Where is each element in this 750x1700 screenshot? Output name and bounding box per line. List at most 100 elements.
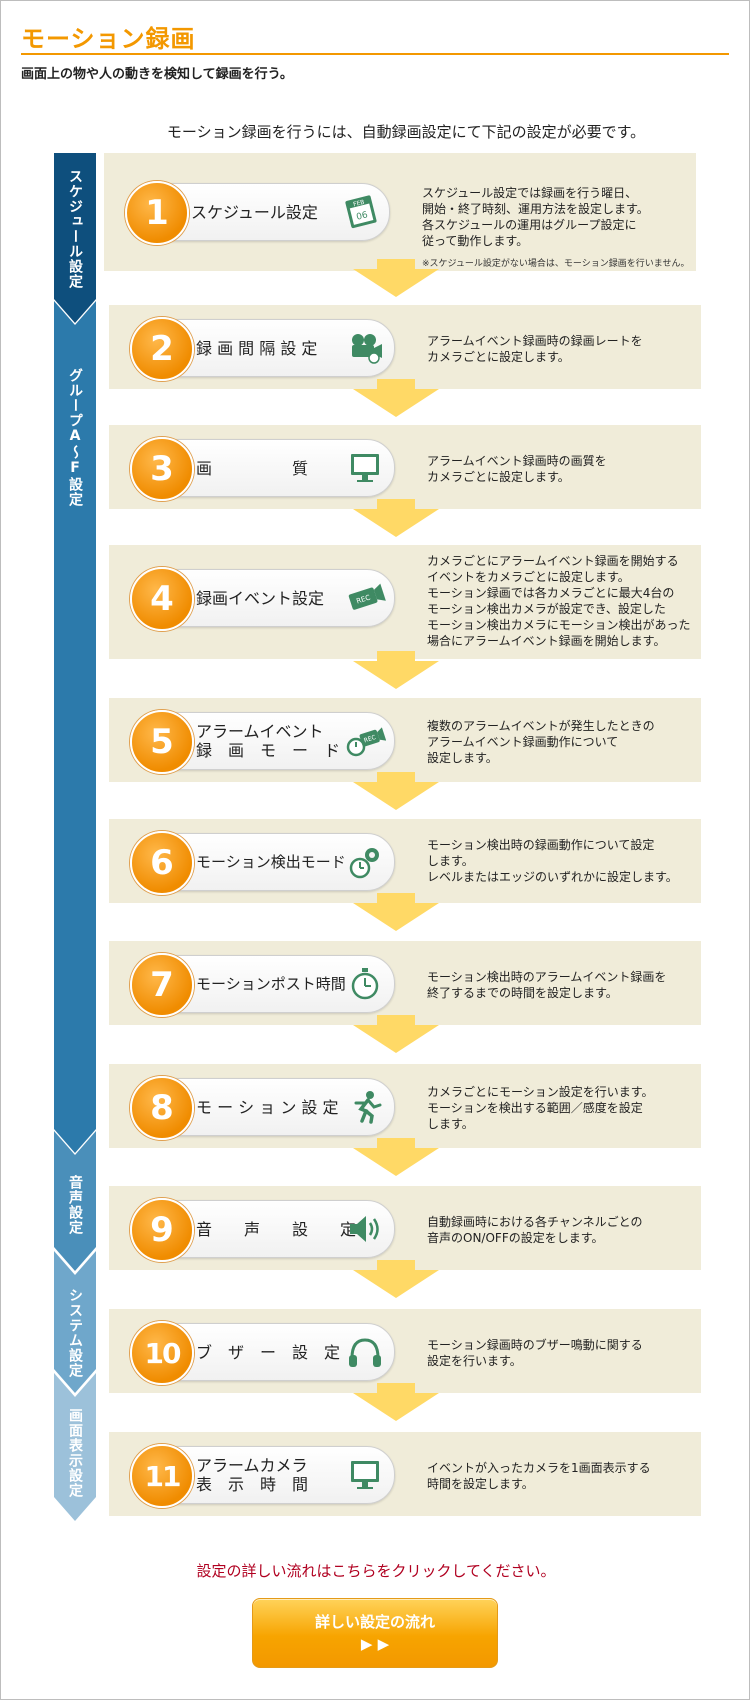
step-pill: 11 アラームカメラ 表 示 時 間 [130, 1444, 395, 1508]
rec-text: REC [363, 734, 377, 744]
step-pill: 3 画 質 [130, 437, 395, 501]
flow-arrow [353, 651, 439, 689]
category-label: 音声設定 [67, 1175, 83, 1235]
step-9: 9 音 声 設 定 自動録画時における各チャンネルごとの 音声のON/OFFの設… [109, 1186, 701, 1270]
flow-arrow [353, 379, 439, 417]
page-title: モーション録画 [21, 25, 196, 53]
category-label: 画面表示設定 [67, 1408, 83, 1498]
step-5: 5 アラームイベント 録 画 モ ー ド REC 複数のアラームイベントが発生し… [109, 698, 701, 782]
step-description: 自動録画時における各チャンネルごとの 音声のON/OFFの設定をします。 [427, 1215, 643, 1245]
step-description: モーション検出時のアラームイベント録画を 終了するまでの時間を設定します。 [427, 970, 667, 1000]
step-pill: 8 モ ー シ ョ ン 設 定 [130, 1076, 395, 1140]
category-system: システム設定 [54, 1251, 96, 1393]
category-label: システム設定 [67, 1288, 83, 1378]
category-label: グループA〜F設定 [67, 367, 83, 507]
category-schedule: スケジュール設定 [54, 153, 96, 323]
step-description: イベントが入ったカメラを1画面表示する 時間を設定します。 [427, 1461, 651, 1491]
flow-arrow [353, 1015, 439, 1053]
step-description: モーション録画時のブザー鳴動に関する 設定を行います。 [427, 1338, 643, 1368]
category-display: 画面表示設定 [54, 1373, 96, 1521]
step-label: 音 声 設 定 [196, 1219, 357, 1239]
step-label: ブ ザ ー 設 定 [196, 1342, 341, 1362]
flow-arrow [353, 1383, 439, 1421]
category-arrow-shape [54, 301, 96, 1153]
category-group: グループA〜F設定 [54, 301, 96, 1153]
step-label: モーションポスト時間 [196, 974, 346, 993]
step-6: 6 モーション検出モード モーション検出時の録画動作について設定 します。 レベ… [109, 819, 701, 903]
step-description: 複数のアラームイベントが発生したときの アラームイベント録画動作について 設定し… [427, 719, 655, 765]
flow-arrow [353, 1260, 439, 1298]
detail-flow-button[interactable]: 詳しい設定の流れ ▶ ▶ [252, 1598, 498, 1668]
calendar-month-text: FEB [353, 199, 366, 209]
step-number: 8 [130, 1076, 194, 1140]
flow-arrow [353, 499, 439, 537]
step-10: 10 ブ ザ ー 設 定 モーション録画時のブザー鳴動に関する 設定を行います。 [109, 1309, 701, 1393]
calendar-day-text: 06 [355, 210, 369, 223]
step-number: 7 [130, 953, 194, 1017]
step-number: 11 [130, 1444, 194, 1508]
headphones-icon [344, 1334, 386, 1370]
step-label: モーション検出モード [196, 852, 346, 871]
running-person-icon [344, 1089, 386, 1125]
step-pill: 9 音 声 設 定 [130, 1198, 395, 1262]
category-arrow-shape [54, 1251, 96, 1393]
step-pill: 4 録画イベント設定 REC [130, 567, 395, 631]
step-number: 9 [130, 1198, 194, 1262]
speaker-icon [344, 1211, 386, 1247]
category-arrow-shape [54, 153, 96, 323]
monitor-icon [344, 450, 386, 486]
step-4: 4 録画イベント設定 REC カメラごとにアラームイベント録画を開始する イベン… [109, 545, 701, 659]
step-1: 1 スケジュール設定 FEB 06 スケジュール設定では録画を行う曜日、 開始・… [104, 153, 696, 271]
stopwatch-icon [344, 966, 386, 1002]
calendar-icon: FEB 06 [339, 194, 381, 230]
step-label: アラームカメラ 表 示 時 間 [196, 1456, 309, 1494]
step-number: 5 [130, 710, 194, 774]
title-divider [21, 53, 729, 55]
flow-arrow [353, 772, 439, 810]
category-arrow-shape [54, 1131, 96, 1271]
step-note: ※スケジュール設定がない場合は、モーション録画を行いません。 [422, 259, 690, 269]
category-label: スケジュール設定 [67, 169, 83, 289]
step-label: モ ー シ ョ ン 設 定 [196, 1097, 339, 1117]
step-label: スケジュール設定 [191, 202, 318, 222]
step-3: 3 画 質 アラームイベント録画時の画質を カメラごとに設定します。 [109, 425, 701, 509]
step-number: 6 [130, 831, 194, 895]
step-8: 8 モ ー シ ョ ン 設 定 カメラごとにモーション設定を行います。 モーショ… [109, 1064, 701, 1148]
step-pill: 7 モーションポスト時間 [130, 953, 395, 1017]
step-pill: 6 モーション検出モード [130, 831, 395, 895]
intro-text: モーション録画を行うには、自動録画設定にて下記の設定が必要です。 [166, 123, 646, 141]
step-number: 3 [130, 437, 194, 501]
step-label: アラームイベント 録 画 モ ー ド [196, 722, 341, 760]
step-description: アラームイベント録画時の録画レートを カメラごとに設定します。 [427, 334, 643, 364]
step-number: 1 [125, 181, 189, 245]
step-pill: 2 録 画 間 隔 設 定 [130, 317, 395, 381]
step-label: 録画イベント設定 [196, 588, 325, 608]
step-11: 11 アラームカメラ 表 示 時 間 イベントが入ったカメラを1画面表示する 時… [109, 1432, 701, 1516]
step-description: カメラごとにモーション設定を行います。 モーションを検出する範囲／感度を設定 し… [427, 1085, 654, 1131]
detail-flow-prompt: 設定の詳しい流れはこちらをクリックしてください。 [196, 1562, 556, 1580]
step-label: 録 画 間 隔 設 定 [196, 338, 318, 358]
step-pill: 1 スケジュール設定 FEB 06 [125, 181, 390, 245]
step-description-text: スケジュール設定では録画を行う曜日、 開始・終了時刻、運用方法を設定します。 各… [422, 186, 649, 248]
page-subtitle: 画面上の物や人の動きを検知して録画を行う。 [21, 67, 293, 82]
category-audio: 音声設定 [54, 1131, 96, 1271]
alarm-rec-icon: REC [344, 723, 387, 759]
step-number: 4 [130, 567, 194, 631]
step-description: アラームイベント録画時の画質を カメラごとに設定します。 [427, 454, 607, 484]
category-arrow-shape [54, 1373, 96, 1521]
step-description: スケジュール設定では録画を行う曜日、 開始・終了時刻、運用方法を設定します。 各… [422, 169, 692, 288]
play-arrows-icon: ▶ ▶ [360, 1635, 390, 1653]
step-number: 10 [130, 1321, 194, 1385]
detail-flow-button-label: 詳しい設定の流れ [314, 1613, 435, 1631]
flow-arrow [353, 1138, 439, 1176]
flow-arrow [353, 893, 439, 931]
film-camera-icon [344, 330, 386, 366]
rec-camera-icon: REC [344, 580, 386, 616]
step-2: 2 録 画 間 隔 設 定 アラームイベント録画時の録画レートを カメラごとに設… [109, 305, 701, 389]
step-pill: 5 アラームイベント 録 画 モ ー ド REC [130, 710, 395, 774]
flow-arrow [353, 259, 439, 297]
step-7: 7 モーションポスト時間 モーション検出時のアラームイベント録画を 終了するまで… [109, 941, 701, 1025]
step-description: モーション検出時の録画動作について設定 します。 レベルまたはエッジのいずれかに… [427, 838, 678, 884]
display-icon [344, 1457, 386, 1493]
